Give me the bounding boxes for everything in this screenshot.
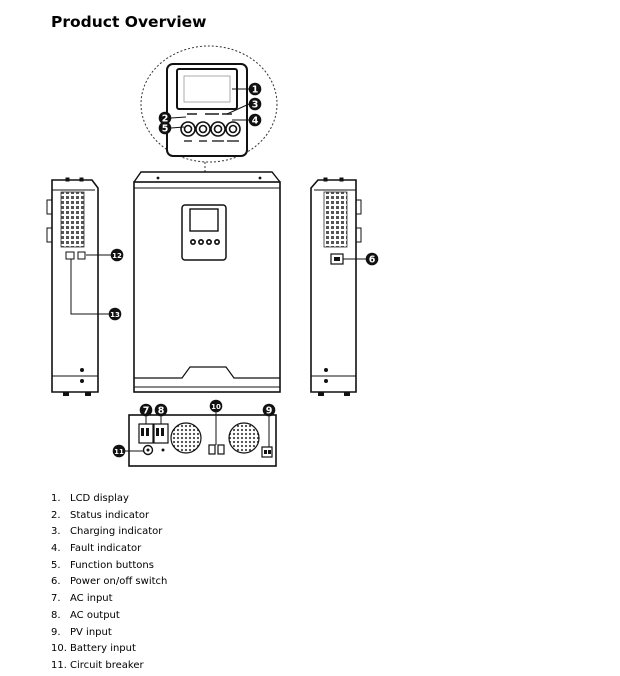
legend-item: 8.AC output <box>51 609 120 621</box>
callout-11: 11 <box>112 444 126 458</box>
bottom-view <box>125 412 277 467</box>
legend-item: 10.Battery input <box>51 643 136 655</box>
legend-item: 11.Circuit breaker <box>51 659 144 671</box>
front-view <box>133 171 281 393</box>
svg-text:12: 12 <box>112 252 122 260</box>
svg-text:10: 10 <box>211 403 221 411</box>
svg-text:9: 9 <box>266 406 273 417</box>
component-legend: 1.LCD display 2.Status indicator 3.Charg… <box>51 492 167 676</box>
page-title: Product Overview <box>51 13 207 31</box>
callout-7: 7 <box>139 403 153 417</box>
panel-zoom <box>140 45 278 206</box>
right-side-view <box>310 177 362 396</box>
lcd-display-front <box>189 208 219 232</box>
svg-text:2: 2 <box>162 114 169 125</box>
svg-text:1: 1 <box>252 85 259 96</box>
svg-text:8: 8 <box>158 406 165 417</box>
callout-10: 10 <box>209 399 223 413</box>
callout-9: 9 <box>262 403 276 417</box>
legend-item: 5.Function buttons <box>51 559 154 571</box>
callout-1: 1 <box>248 82 262 96</box>
callout-2: 2 <box>158 111 172 125</box>
callout-4: 4 <box>248 113 262 127</box>
legend-item: 6.Power on/off switch <box>51 576 168 588</box>
svg-text:5: 5 <box>162 124 169 135</box>
svg-text:3: 3 <box>252 100 259 111</box>
callout-3: 3 <box>248 97 262 111</box>
callout-5: 5 <box>158 121 172 135</box>
callout-8: 8 <box>154 403 168 417</box>
legend-item: 1.LCD display <box>51 493 129 504</box>
legend-item: 9.PV input <box>51 626 112 638</box>
callout-6: 6 <box>365 252 379 266</box>
svg-text:6: 6 <box>369 255 376 266</box>
legend-item: 2.Status indicator <box>51 509 150 521</box>
svg-text:7: 7 <box>143 406 150 417</box>
svg-text:13: 13 <box>110 311 120 319</box>
legend-item: 3.Charging indicator <box>51 526 163 538</box>
function-buttons-zoom <box>180 121 241 137</box>
legend-item: 7.AC input <box>51 593 113 605</box>
svg-text:4: 4 <box>252 116 259 127</box>
callout-13: 13 <box>108 307 122 321</box>
legend-item: 4.Fault indicator <box>51 543 142 555</box>
callout-12: 12 <box>110 248 124 262</box>
left-side-view <box>46 177 99 396</box>
callout-badges: 1 3 4 2 5 12 13 6 7 8 10 9 11 <box>108 82 379 458</box>
svg-text:11: 11 <box>114 448 124 456</box>
